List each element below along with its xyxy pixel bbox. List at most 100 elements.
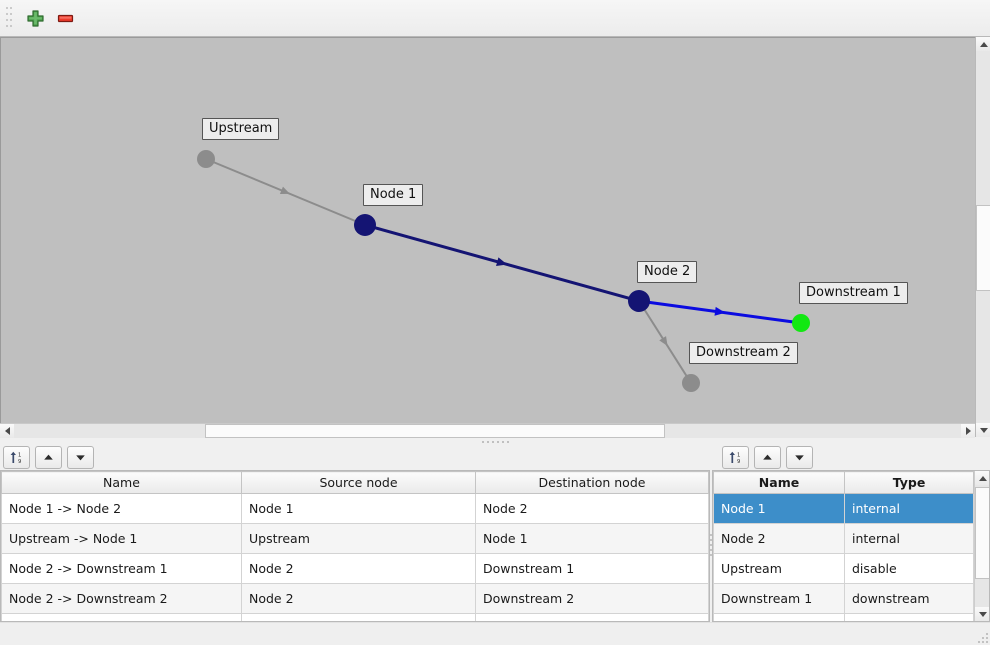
- nodes-cell-name: Node 2: [713, 523, 845, 554]
- graph-horizontal-scrollbar[interactable]: [0, 423, 975, 438]
- nodes-toolbar: 1 9: [712, 444, 990, 470]
- graph-node-downstream1[interactable]: [792, 314, 810, 332]
- connections-move-up-button[interactable]: [35, 445, 62, 469]
- graph-horizontal-scroll-thumb[interactable]: [205, 424, 665, 438]
- nodes-scroll-thumb[interactable]: [975, 487, 989, 579]
- graph-node-node2[interactable]: [628, 290, 650, 312]
- graph-vertical-scroll-thumb[interactable]: [976, 205, 990, 291]
- connections-header-row: Name Source node Destination node: [1, 471, 709, 494]
- graph-node-downstream2[interactable]: [682, 374, 700, 392]
- graph-scroll-left-button[interactable]: [0, 424, 14, 438]
- nodes-cell-type: downstream: [844, 583, 974, 614]
- chevron-up-icon: [979, 41, 988, 47]
- connections-cell-destination: Downstream 1: [475, 553, 709, 584]
- nodes-move-up-button[interactable]: [754, 445, 781, 469]
- nodes-empty-cell: [844, 613, 974, 621]
- nodes-scroll-up-button[interactable]: [975, 471, 989, 485]
- sort-ascending-icon: 1 9: [10, 451, 21, 465]
- triangle-up-icon: [44, 454, 53, 460]
- graph-node-upstream[interactable]: [197, 150, 215, 168]
- nodes-cell-type: disable: [844, 553, 974, 584]
- splitter-grip: [481, 441, 509, 443]
- nodes-move-down-button[interactable]: [786, 445, 813, 469]
- graph-node-label-downstream1[interactable]: Downstream 1: [799, 282, 908, 304]
- connections-move-down-button[interactable]: [67, 445, 94, 469]
- nodes-cell-type: internal: [844, 493, 974, 524]
- graph-node-node1[interactable]: [354, 214, 376, 236]
- chevron-up-icon: [978, 475, 987, 481]
- connections-cell-source: Node 2: [241, 553, 476, 584]
- connections-cell-source: Node 2: [241, 583, 476, 614]
- nodes-cell-name: Upstream: [713, 553, 845, 584]
- nodes-sort-button[interactable]: 1 9: [722, 445, 749, 469]
- chevron-down-icon: [978, 611, 987, 617]
- window-size-grip[interactable]: [976, 631, 988, 643]
- svg-text:9: 9: [737, 459, 740, 465]
- graph-canvas[interactable]: [1, 38, 976, 423]
- graph-node-label-node1[interactable]: Node 1: [363, 184, 424, 206]
- graph-edge-arrow-node1-node2: [496, 257, 508, 267]
- connections-toolbar: 1 9: [0, 444, 710, 470]
- graph-scroll-up-button[interactable]: [976, 37, 990, 51]
- connections-column-destination[interactable]: Destination node: [475, 471, 709, 494]
- graph-node-label-node2[interactable]: Node 2: [637, 261, 698, 283]
- nodes-vertical-scrollbar[interactable]: [974, 471, 989, 621]
- horizontal-splitter[interactable]: [0, 438, 990, 446]
- status-bar: [0, 622, 990, 645]
- graph-vertical-scrollbar[interactable]: [975, 37, 990, 437]
- nodes-cell-name: Node 1: [713, 493, 845, 524]
- chevron-down-icon: [979, 427, 988, 433]
- connections-cell-destination: Node 2: [475, 493, 709, 524]
- svg-text:9: 9: [18, 459, 21, 465]
- graph-edge-arrow-upstream-node1: [279, 186, 290, 195]
- connections-cell-destination: Downstream 2: [475, 583, 709, 614]
- connections-empty-cell: [1, 613, 242, 621]
- connections-cell-source: Node 1: [241, 493, 476, 524]
- nodes-column-name[interactable]: Name: [713, 471, 845, 494]
- connections-column-name[interactable]: Name: [1, 471, 242, 494]
- graph-scroll-right-button[interactable]: [961, 424, 975, 438]
- connections-cell-name: Upstream -> Node 1: [1, 523, 242, 554]
- connections-sort-button[interactable]: 1 9: [3, 445, 30, 469]
- nodes-scroll-down-button[interactable]: [975, 607, 989, 621]
- green-plus-icon: [26, 9, 44, 27]
- graph-node-label-upstream[interactable]: Upstream: [202, 118, 280, 140]
- add-node-button[interactable]: [20, 4, 50, 32]
- connections-column-source[interactable]: Source node: [241, 471, 476, 494]
- remove-node-button[interactable]: [50, 4, 80, 32]
- nodes-empty-row: [713, 613, 974, 621]
- triangle-up-icon: [763, 454, 772, 460]
- connections-cell-source: Upstream: [241, 523, 476, 554]
- nodes-empty-cell: [713, 613, 845, 621]
- toolbar-drag-handle[interactable]: [4, 6, 14, 30]
- graph-node-label-downstream2[interactable]: Downstream 2: [689, 342, 798, 364]
- graph-scroll-down-button[interactable]: [976, 423, 990, 437]
- connections-empty-row: [1, 613, 709, 621]
- svg-text:1: 1: [18, 452, 21, 458]
- connections-table: Name Source node Destination node Node 1…: [1, 471, 709, 621]
- svg-text:1: 1: [737, 452, 740, 458]
- sort-ascending-icon: 1 9: [729, 451, 740, 465]
- vertical-splitter-grip[interactable]: [710, 470, 712, 620]
- connections-cell-destination: Node 1: [475, 523, 709, 554]
- nodes-header-row: Name Type: [713, 471, 974, 494]
- chevron-right-icon: [965, 427, 971, 435]
- red-minus-icon: [57, 14, 73, 22]
- connections-table-container[interactable]: Name Source node Destination node Node 1…: [0, 470, 710, 622]
- graph-edge-arrow-node2-downstream2: [659, 336, 668, 347]
- nodes-column-type[interactable]: Type: [844, 471, 974, 494]
- graph-edge-arrow-node2-downstream1: [714, 306, 726, 316]
